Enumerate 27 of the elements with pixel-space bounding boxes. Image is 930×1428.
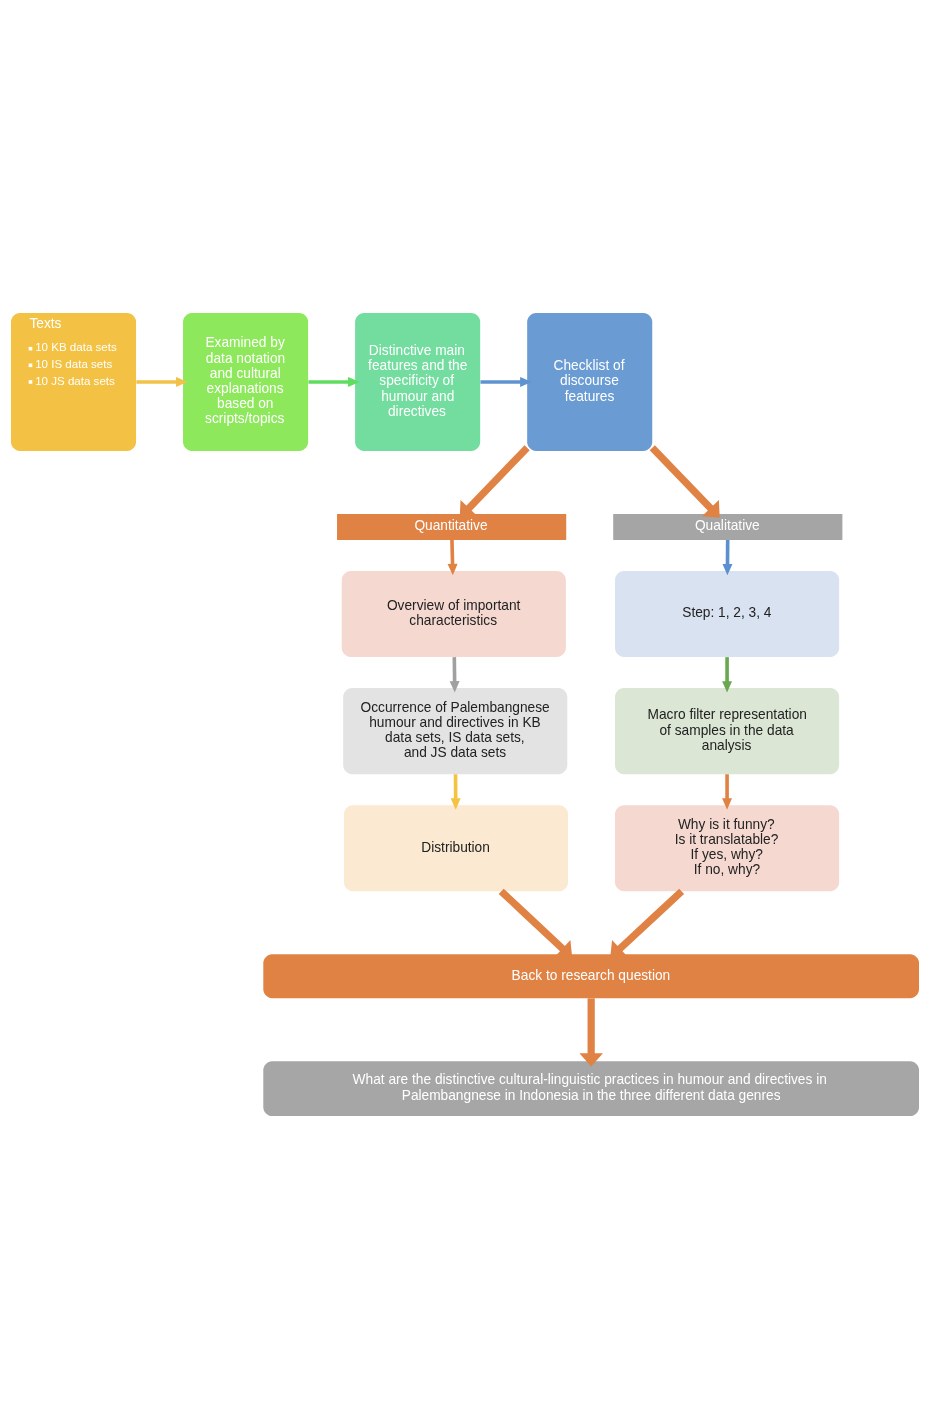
arrow bbox=[480, 376, 532, 387]
arrow bbox=[136, 376, 188, 387]
node-box: Macro filter representation of samples in the data analysis bbox=[615, 687, 840, 774]
node-box: What are the distinctive cultural-linguistic practices in humour and directives in Palembangnese in Indonesia in the three different data genres bbox=[263, 1060, 919, 1116]
arrow bbox=[722, 656, 733, 692]
arrow bbox=[649, 444, 720, 518]
node-box: Step: 1, 2, 3, 4 bbox=[615, 570, 840, 657]
node-box: Distinctive main features and the specificity of humour and directives bbox=[355, 312, 481, 451]
node-box: Examined by data notation and cultural explanations based on scripts/topics bbox=[183, 312, 309, 451]
node-box: Overview of important characteristics bbox=[341, 570, 566, 657]
node-box: Checklist of discourse features bbox=[527, 312, 653, 451]
node-box: Back to research question bbox=[263, 953, 919, 998]
arrow bbox=[498, 888, 573, 958]
arrow bbox=[449, 656, 460, 692]
arrow bbox=[722, 539, 733, 575]
node-box: Occurrence of Palembangnese humour and directives in KB data sets, IS data sets, and JS data sets bbox=[343, 687, 568, 774]
node-box: Quantitative bbox=[337, 513, 567, 540]
node-box: Qualitative bbox=[613, 513, 843, 540]
arrow bbox=[308, 376, 360, 387]
arrow bbox=[450, 773, 461, 810]
arrow bbox=[610, 888, 685, 958]
node-box: Texts 10 KB data sets 10 IS data sets 10 JS data sets bbox=[11, 312, 137, 451]
arrow bbox=[447, 539, 458, 575]
node-box: Why is it funny? Is it translatable? If yes, why? If no, why? bbox=[615, 804, 840, 891]
arrow bbox=[722, 773, 733, 810]
node-box: Distribution bbox=[343, 804, 568, 891]
arrow bbox=[579, 997, 603, 1067]
